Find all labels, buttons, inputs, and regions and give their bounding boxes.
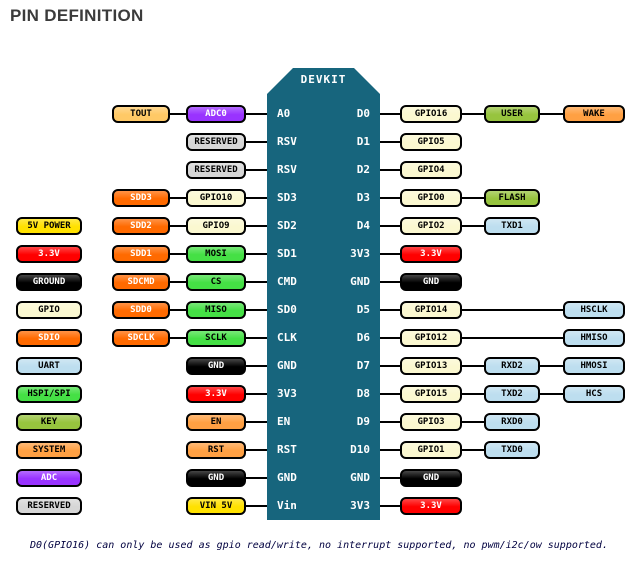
legend-item-system: SYSTEM xyxy=(16,441,82,459)
pin-box-3-3v: 3.3V xyxy=(186,385,246,403)
pin-box-reserved: RESERVED xyxy=(186,133,246,151)
pin-box-gpio5: GPIO5 xyxy=(400,133,462,151)
pin-box-sdclk: SDCLK xyxy=(112,329,170,347)
pin-box-sdd0: SDD0 xyxy=(112,301,170,319)
pin-box-flash: FLASH xyxy=(484,189,540,207)
pin-box-gpio12: GPIO12 xyxy=(400,329,462,347)
chip-pin-left-clk: CLK xyxy=(277,331,297,344)
pin-box-hsclk: HSCLK xyxy=(563,301,625,319)
pin-box-rst: RST xyxy=(186,441,246,459)
pin-box-txd2: TXD2 xyxy=(484,385,540,403)
pin-box-tout: TOUT xyxy=(112,105,170,123)
devkit-chip: DEVKIT xyxy=(267,68,380,520)
pin-box-hmiso: HMISO xyxy=(563,329,625,347)
pin-box-en: EN xyxy=(186,413,246,431)
legend-item-3-3v: 3.3V xyxy=(16,245,82,263)
legend-item-reserved: RESERVED xyxy=(16,497,82,515)
pin-box-cs: CS xyxy=(186,273,246,291)
chip-pin-left-gnd: GND xyxy=(277,359,297,372)
chip-pin-left-sd2: SD2 xyxy=(277,219,297,232)
chip-pin-left-rst: RST xyxy=(277,443,297,456)
legend-item-ground: GROUND xyxy=(16,273,82,291)
pin-box-txd1: TXD1 xyxy=(484,217,540,235)
pin-box-gpio16: GPIO16 xyxy=(400,105,462,123)
legend-item-sdio: SDIO xyxy=(16,329,82,347)
legend-item-key: KEY xyxy=(16,413,82,431)
chip-pin-right-d3: D3 xyxy=(356,191,370,204)
chip-pin-right-gnd: GND xyxy=(350,471,370,484)
pin-box-gpio9: GPIO9 xyxy=(186,217,246,235)
pin-box-3-3v: 3.3V xyxy=(400,497,462,515)
pin-box-sdd2: SDD2 xyxy=(112,217,170,235)
legend-item-5v-power: 5V POWER xyxy=(16,217,82,235)
pin-box-gpio10: GPIO10 xyxy=(186,189,246,207)
pin-box-gpio0: GPIO0 xyxy=(400,189,462,207)
pin-box-gpio13: GPIO13 xyxy=(400,357,462,375)
pin-box-3-3v: 3.3V xyxy=(400,245,462,263)
pin-box-rxd0: RXD0 xyxy=(484,413,540,431)
chip-pin-left-rsv: RSV xyxy=(277,135,297,148)
pin-box-user: USER xyxy=(484,105,540,123)
pin-box-gpio1: GPIO1 xyxy=(400,441,462,459)
pin-box-txd0: TXD0 xyxy=(484,441,540,459)
chip-pin-right-gnd: GND xyxy=(350,275,370,288)
page-title: PIN DEFINITION xyxy=(10,6,144,25)
pin-box-gpio3: GPIO3 xyxy=(400,413,462,431)
chip-pin-left-cmd: CMD xyxy=(277,275,297,288)
pin-box-miso: MISO xyxy=(186,301,246,319)
chip-pin-left-sd0: SD0 xyxy=(277,303,297,316)
chip-pin-right-d6: D6 xyxy=(356,331,370,344)
pin-box-gnd: GND xyxy=(186,357,246,375)
pin-box-wake: WAKE xyxy=(563,105,625,123)
pin-box-hmosi: HMOSI xyxy=(563,357,625,375)
connector-line xyxy=(380,309,594,311)
pin-box-gnd: GND xyxy=(400,469,462,487)
pin-box-gnd: GND xyxy=(400,273,462,291)
chip-pin-right-d8: D8 xyxy=(356,387,370,400)
chip-pin-right-d7: D7 xyxy=(356,359,370,372)
chip-pin-left-en: EN xyxy=(277,415,291,428)
pin-box-gpio2: GPIO2 xyxy=(400,217,462,235)
footnote: D0(GPIO16) can only be used as gpio read… xyxy=(30,540,608,551)
pin-box-gnd: GND xyxy=(186,469,246,487)
chip-pin-right-d0: D0 xyxy=(356,107,370,120)
chip-pin-left-sd3: SD3 xyxy=(277,191,297,204)
chip-label: DEVKIT xyxy=(300,73,347,86)
chip-pin-left-a0: A0 xyxy=(277,107,291,120)
pin-box-reserved: RESERVED xyxy=(186,161,246,179)
pin-box-vin-5v: VIN 5V xyxy=(186,497,246,515)
pin-box-adc0: ADC0 xyxy=(186,105,246,123)
chip-pin-left-3v3: 3V3 xyxy=(277,387,297,400)
pin-box-sclk: SCLK xyxy=(186,329,246,347)
chip-pin-right-d5: D5 xyxy=(356,303,370,316)
pin-box-rxd2: RXD2 xyxy=(484,357,540,375)
chip-pin-right-d2: D2 xyxy=(356,163,370,176)
legend-item-adc: ADC xyxy=(16,469,82,487)
chip-pin-right-d1: D1 xyxy=(356,135,370,148)
connector-line xyxy=(380,337,594,339)
chip-pin-right-d9: D9 xyxy=(356,415,370,428)
legend-item-gpio: GPIO xyxy=(16,301,82,319)
pin-box-gpio14: GPIO14 xyxy=(400,301,462,319)
chip-pin-right-3v3: 3V3 xyxy=(350,247,370,260)
pin-box-hcs: HCS xyxy=(563,385,625,403)
chip-pin-left-vin: Vin xyxy=(277,499,297,512)
legend-item-uart: UART xyxy=(16,357,82,375)
chip-pin-left-sd1: SD1 xyxy=(277,247,297,260)
pin-box-gpio4: GPIO4 xyxy=(400,161,462,179)
pin-box-sdd1: SDD1 xyxy=(112,245,170,263)
pin-box-sdcmd: SDCMD xyxy=(112,273,170,291)
chip-pin-left-rsv: RSV xyxy=(277,163,297,176)
chip-pin-left-gnd: GND xyxy=(277,471,297,484)
chip-pin-right-3v3: 3V3 xyxy=(350,499,370,512)
chip-pin-right-d4: D4 xyxy=(356,219,370,232)
chip-pin-right-d10: D10 xyxy=(350,443,370,456)
legend-item-hspi-spi: HSPI/SPI xyxy=(16,385,82,403)
pin-box-gpio15: GPIO15 xyxy=(400,385,462,403)
pin-box-mosi: MOSI xyxy=(186,245,246,263)
pin-box-sdd3: SDD3 xyxy=(112,189,170,207)
